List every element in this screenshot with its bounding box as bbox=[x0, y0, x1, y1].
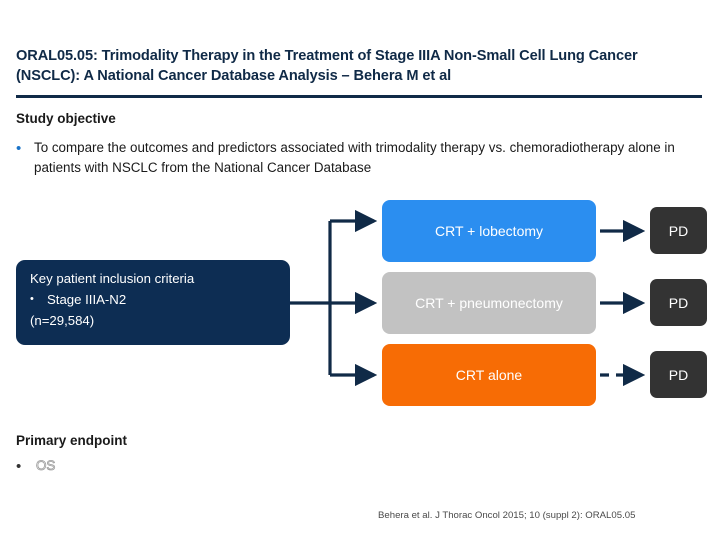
primary-endpoint-heading: Primary endpoint bbox=[16, 433, 128, 448]
primary-endpoint-value: OS bbox=[36, 458, 56, 474]
inclusion-criteria-text: Stage IIIA-N2 bbox=[47, 292, 127, 308]
inclusion-criteria-heading: Key patient inclusion criteria bbox=[30, 271, 195, 286]
treatment-arm-label: CRT alone bbox=[455, 367, 523, 383]
treatment-arm-box-crt-alone: CRT alone bbox=[382, 344, 596, 406]
title-divider bbox=[16, 95, 702, 98]
treatment-arm-box-lobectomy: CRT + lobectomy bbox=[382, 200, 596, 262]
study-design-diagram: Key patient inclusion criteria • Stage I… bbox=[0, 190, 720, 415]
treatment-arm-box-pneumonectomy: CRT + pneumonectomy bbox=[382, 272, 596, 334]
primary-endpoint-bullet: • OS bbox=[16, 457, 56, 477]
study-objective-heading: Study objective bbox=[16, 111, 116, 126]
bullet-icon: • bbox=[30, 293, 34, 306]
treatment-arm-label: CRT + pneumonectomy bbox=[415, 295, 563, 311]
outcome-label: PD bbox=[668, 294, 689, 311]
page-title: ORAL05.05: Trimodality Therapy in the Tr… bbox=[16, 48, 638, 85]
study-objective-bullet: • To compare the outcomes and predictors… bbox=[16, 138, 688, 179]
outcome-box-pd-lobectomy: PD bbox=[650, 207, 707, 254]
outcome-box-pd-pneumonectomy: PD bbox=[650, 279, 707, 326]
study-objective-text: To compare the outcomes and predictors a… bbox=[34, 140, 675, 176]
patient-count: (n=29,584) bbox=[30, 313, 95, 329]
outcome-box-pd-crt-alone: PD bbox=[650, 351, 707, 398]
outcome-label: PD bbox=[668, 366, 689, 383]
citation-text: Behera et al. J Thorac Oncol 2015; 10 (s… bbox=[378, 510, 636, 521]
inclusion-criteria-box: Key patient inclusion criteria • Stage I… bbox=[16, 260, 290, 345]
slide-title: ORAL05.05: Trimodality Therapy in the Tr… bbox=[16, 46, 702, 86]
bullet-icon: • bbox=[16, 140, 22, 157]
outcome-label: PD bbox=[668, 222, 689, 239]
treatment-arm-label: CRT + lobectomy bbox=[434, 223, 544, 239]
inclusion-criteria-bullet: • Stage IIIA-N2 bbox=[30, 289, 276, 310]
bullet-icon: • bbox=[16, 458, 22, 475]
